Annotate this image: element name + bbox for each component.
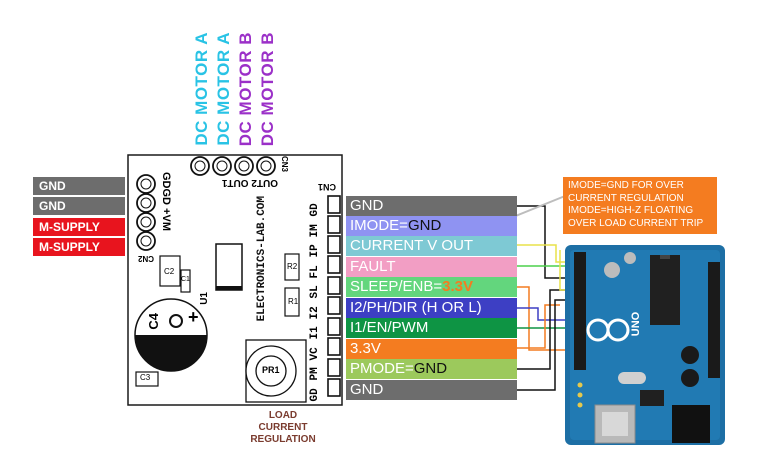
r2-resistor (284, 253, 300, 281)
label-cn3: CN3 (280, 156, 289, 173)
cn1-pin-8: VC (309, 346, 321, 360)
arduino-uno (565, 245, 725, 445)
arduino-label: UNO (630, 311, 643, 337)
caption-line-3: REGULATION (250, 434, 316, 445)
cn1-pin-5: SL (309, 285, 321, 299)
r1-resistor (284, 287, 300, 317)
cn2-header (136, 174, 156, 251)
cn1-pin-1: GD (309, 203, 321, 217)
label-cn3-pins: OUT2 OUT1 (221, 177, 278, 188)
cn1-pin-7: I1 (309, 326, 321, 340)
supply-tag-gnd-1: GND (33, 177, 125, 195)
u1-chip (215, 243, 243, 291)
pin-tag-5: SLEEP/ENB=3.3V (346, 277, 517, 297)
label-u1: U1 (199, 292, 210, 305)
pr1-trimmer (245, 339, 307, 403)
cn1-pin-9: PM (309, 367, 321, 381)
pin-tag-2-text: IMODE= (350, 217, 408, 234)
pin-tag-9-suffix: GND (413, 360, 448, 377)
label-r2: R2 (287, 262, 298, 271)
c2-cap (159, 255, 181, 287)
cn1-pin-2: IM (309, 223, 321, 237)
label-c1: C1 (181, 276, 190, 283)
pin-tag-2: IMODE=GND (346, 216, 517, 236)
cn3-header (190, 156, 276, 176)
label-c3: C3 (140, 373, 151, 382)
pin-tag-6-text: I2/PH/DIR (H OR L) (350, 299, 482, 316)
supply-tag-gnd-2: GND (33, 197, 125, 215)
cn1-pin-4: FL (309, 264, 321, 278)
label-cn2: CN2 (138, 254, 155, 263)
supply-tag-msupply-2: M-SUPPLY (33, 238, 125, 256)
pin-tag-2-suffix: GND (407, 217, 442, 234)
c4-electrolytic (134, 298, 208, 372)
cn2-header-inner (140, 178, 152, 247)
pin-tag-4-text: FAULT (350, 258, 396, 275)
c3-cap (135, 371, 159, 387)
pin-tag-9: PMODE=GND (346, 359, 517, 379)
label-pr1: PR1 (262, 365, 280, 375)
caption-line-1: LOAD (268, 410, 298, 421)
imode-note: IMODE=GND FOR OVER CURRENT REGULATION IM… (563, 177, 717, 234)
caption-line-2: CURRENT (258, 422, 308, 433)
pcb-website: ELECTRONICS-LAB.COM (256, 196, 268, 322)
pin-tag-7-text: I1/EN/PWM (350, 319, 429, 336)
label-cn2-pins: GDGD +VM (160, 172, 172, 231)
pin-tag-1-text: GND (350, 197, 384, 214)
pin-tag-1: GND (346, 196, 517, 216)
c1-cap (180, 269, 191, 293)
pin-tag-7: I1/EN/PWM (346, 318, 517, 338)
pin-tag-3: CURRENT V OUT (346, 236, 517, 256)
cn1-pin-3: IP (309, 244, 321, 258)
supply-tag-msupply-1: M-SUPPLY (33, 218, 125, 236)
label-c4: C4 (146, 313, 161, 330)
pin-tag-5-suffix: 3.3V (442, 278, 473, 295)
label-c4-plus: + (188, 307, 199, 327)
cn3-header-inner (194, 160, 272, 172)
cn1-pin-10: GD (309, 387, 321, 401)
pin-tag-4: FAULT (346, 257, 517, 277)
pin-tag-10-text: GND (350, 381, 384, 398)
label-cn1: CN1 (318, 182, 337, 192)
cn1-header (327, 195, 341, 397)
cn1-pin-letters: GD IM IP FL SL I2 I1 VC PM GD (309, 196, 325, 401)
pin-tag-3-text: CURRENT V OUT (350, 237, 474, 254)
pin-tag-8: 3.3V (346, 339, 517, 359)
pin-tag-9-text: PMODE= (350, 360, 414, 377)
load-current-caption: LOAD CURRENT REGULATION (243, 410, 323, 446)
label-c2: C2 (164, 267, 175, 276)
pin-tag-10: GND (346, 380, 517, 400)
pin-tag-6: I2/PH/DIR (H OR L) (346, 298, 517, 318)
pin-tag-8-text: 3.3V (350, 340, 381, 357)
cn1-pin-6: I2 (309, 305, 321, 319)
pin-tag-5-text: SLEEP/ENB= (350, 278, 443, 295)
label-r1: R1 (288, 297, 299, 306)
